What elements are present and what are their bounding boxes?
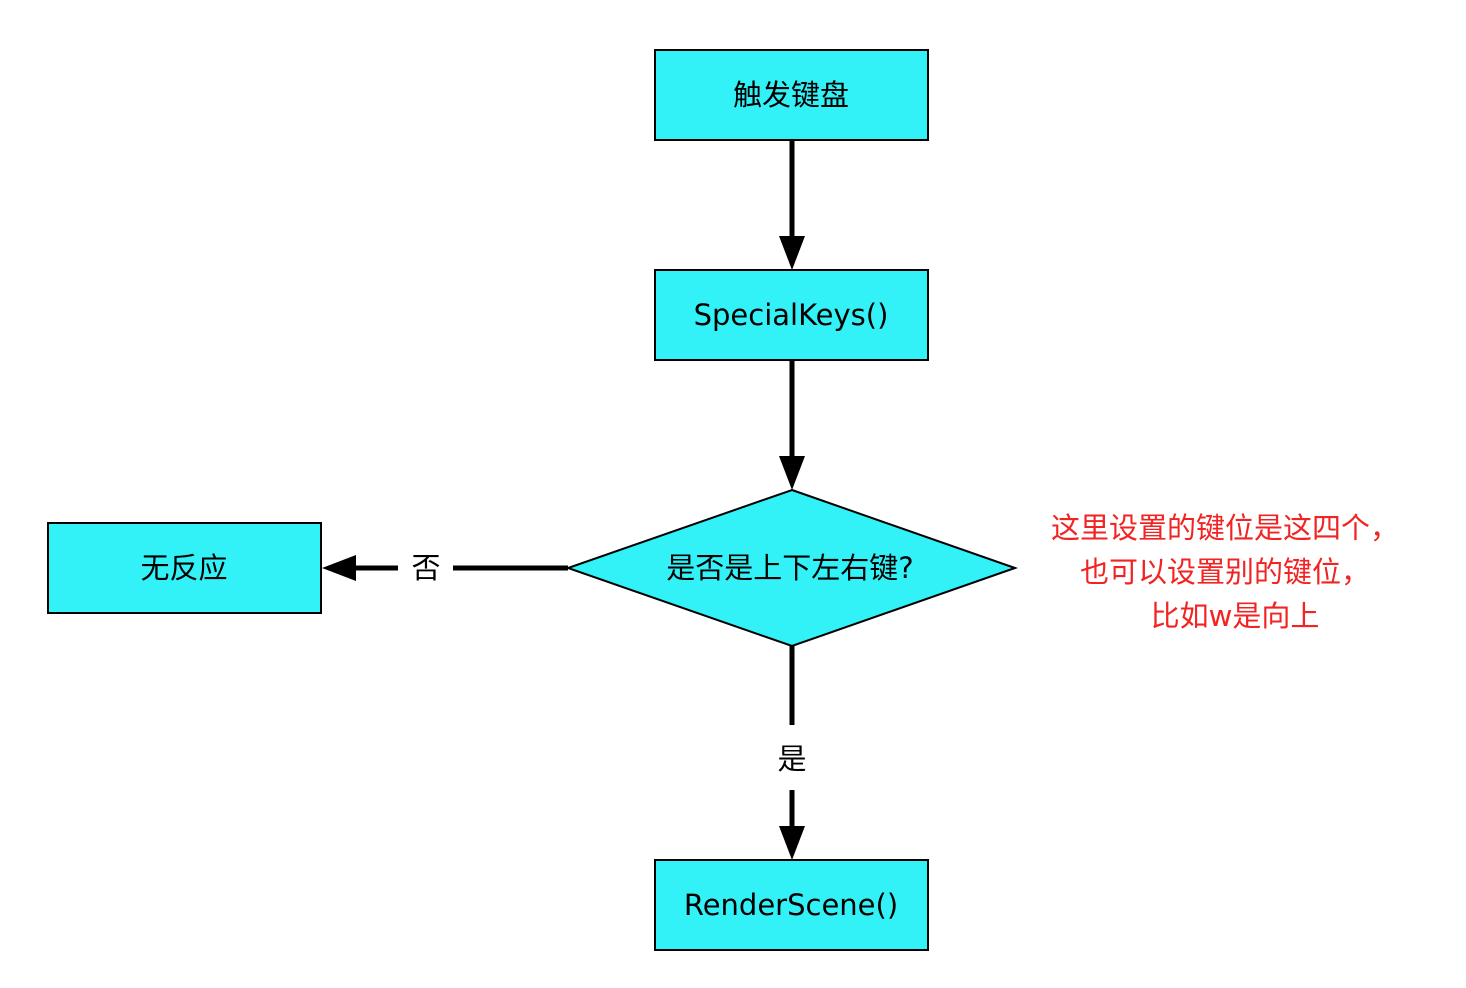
node-special-label: SpecialKeys()	[694, 298, 889, 332]
arrow-head-special	[779, 236, 805, 270]
note-line-1: 这里设置的键位是这四个，	[1051, 511, 1399, 545]
arrow-head-render	[779, 826, 805, 860]
annotation-note: 这里设置的键位是这四个， 也可以设置别的键位， 比如w是向上	[1051, 511, 1399, 633]
node-trigger-label: 触发键盘	[733, 78, 849, 112]
note-line-3: 比如w是向上	[1151, 599, 1320, 633]
node-decision-label: 是否是上下左右键?	[666, 551, 913, 585]
node-decision: 是否是上下左右键?	[564, 488, 1019, 648]
node-noresponse-box	[47, 522, 322, 614]
node-render-scene: RenderScene()	[654, 859, 929, 951]
note-line-2: 也可以设置别的键位，	[1080, 555, 1370, 589]
node-decision-diamond	[564, 488, 1019, 648]
node-no-response: 无反应	[47, 522, 322, 614]
node-render-box	[654, 859, 929, 951]
edge-label-no: 否	[411, 551, 440, 585]
node-trigger-box	[654, 49, 929, 141]
edge-label-yes: 是	[777, 742, 806, 776]
arrow-head-noresponse	[322, 555, 356, 581]
node-noresponse-label: 无反应	[140, 551, 227, 585]
arrow-head-decision	[779, 456, 805, 490]
node-special-box	[654, 269, 929, 361]
node-special-keys: SpecialKeys()	[654, 269, 929, 361]
node-render-label: RenderScene()	[684, 888, 898, 922]
node-trigger-keyboard: 触发键盘	[654, 49, 929, 141]
